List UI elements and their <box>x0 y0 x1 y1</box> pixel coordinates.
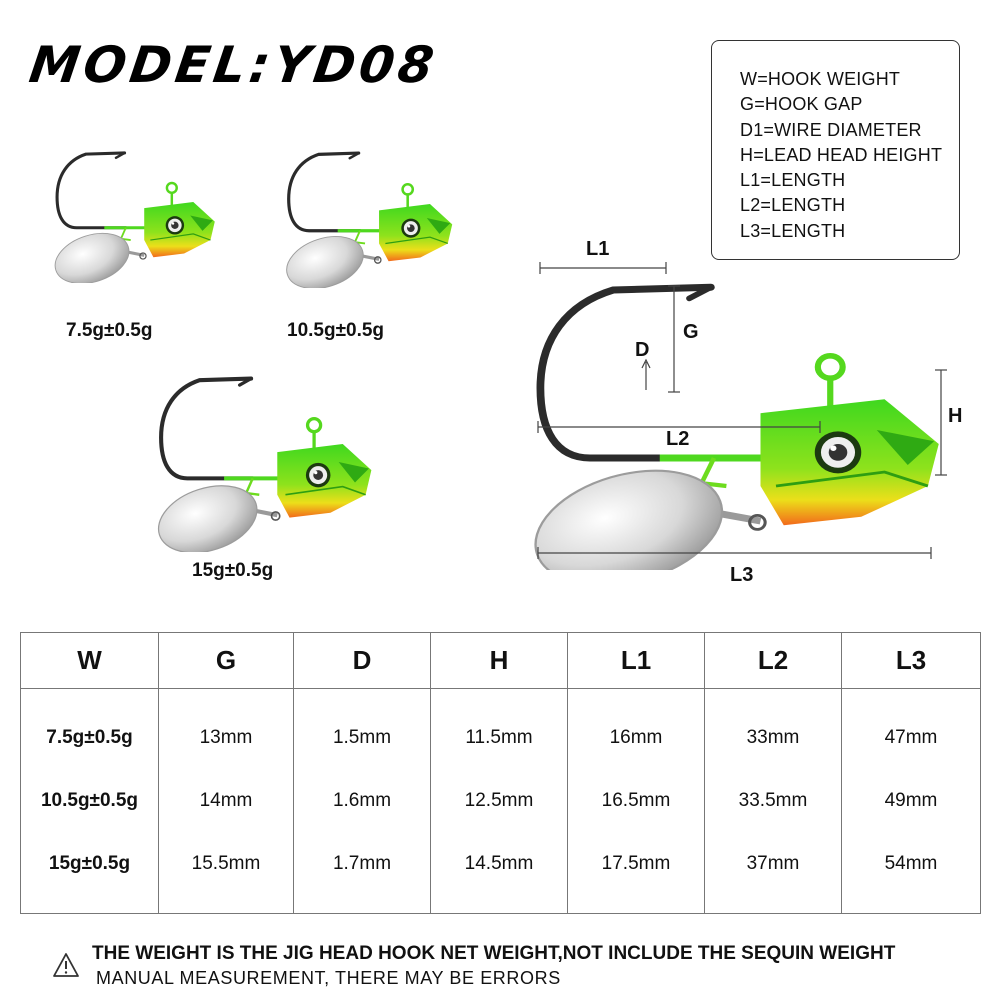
legend-item-l2: L2=LENGTH <box>740 195 846 216</box>
table-header-row: W G D H L1 L2 L3 <box>20 632 981 689</box>
table-cell: 1.5mm <box>293 688 431 770</box>
table-cell: 13mm <box>158 688 294 770</box>
table-cell: 16.5mm <box>567 769 705 833</box>
table-header-cell: L2 <box>704 632 842 689</box>
table-cell: 11.5mm <box>430 688 568 770</box>
dimension-label-l3: L3 <box>730 564 754 586</box>
table-header-cell: W <box>20 632 159 689</box>
table-header-cell: L1 <box>567 632 705 689</box>
table-cell: 7.5g±0.5g <box>20 688 159 770</box>
table-cell: 14mm <box>158 769 294 833</box>
legend-item-gap: G=HOOK GAP <box>740 94 863 115</box>
dimension-label-l1: L1 <box>586 238 610 260</box>
legend-item-wire-diameter: D1=WIRE DIAMETER <box>740 119 922 140</box>
weight-label-large: 15g±0.5g <box>192 560 274 581</box>
weight-label-small: 7.5g±0.5g <box>66 320 153 341</box>
lure-image-large <box>120 372 410 552</box>
table-header-cell: G <box>158 632 294 689</box>
table-cell: 33.5mm <box>704 769 842 833</box>
table-cell: 49mm <box>841 769 981 833</box>
weight-label-medium: 10.5g±0.5g <box>287 320 385 341</box>
table-row: 10.5g±0.5g 14mm 1.6mm 12.5mm 16.5mm 33.5… <box>20 769 981 833</box>
table-cell: 12.5mm <box>430 769 568 833</box>
warning-triangle-icon <box>53 953 79 977</box>
table-cell: 17.5mm <box>567 832 705 915</box>
dimension-label-h: H <box>948 405 963 427</box>
table-cell: 16mm <box>567 688 705 770</box>
table-cell: 15.5mm <box>158 832 294 915</box>
table-row: 7.5g±0.5g 13mm 1.5mm 11.5mm 16mm 33mm 47… <box>20 688 981 770</box>
legend-item-head-height: H=LEAD HEAD HEIGHT <box>740 144 943 165</box>
table-header-cell: L3 <box>841 632 981 689</box>
table-cell: 37mm <box>704 832 842 915</box>
table-cell: 10.5g±0.5g <box>20 769 159 833</box>
table-cell: 54mm <box>841 832 981 915</box>
legend-item-weight: W=HOOK WEIGHT <box>740 69 901 89</box>
table-cell: 1.6mm <box>293 769 431 833</box>
weight-note: THE WEIGHT IS THE JIG HEAD HOOK NET WEIG… <box>92 943 896 964</box>
table-header-cell: H <box>430 632 568 689</box>
dimension-label-d: D <box>635 339 650 361</box>
model-title: MODEL:YD08 <box>25 36 442 94</box>
table-header-cell: D <box>293 632 431 689</box>
dimension-label-g: G <box>683 321 699 343</box>
dimension-diagram <box>520 262 947 570</box>
legend-item-l1: L1=LENGTH <box>740 170 846 191</box>
legend-box: W=HOOK WEIGHT G=HOOK GAP D1=WIRE DIAMETE… <box>711 40 960 260</box>
table-cell: 1.7mm <box>293 832 431 915</box>
table-cell: 33mm <box>704 688 842 770</box>
measurement-note: MANUAL MEASUREMENT, THERE MAY BE ERRORS <box>96 968 561 988</box>
legend-item-l3: L3=LENGTH <box>740 220 846 241</box>
spec-table: W G D H L1 L2 L3 7.5g±0.5g 13mm 1.5mm 11… <box>20 632 981 915</box>
table-cell: 14.5mm <box>430 832 568 915</box>
table-row: 15g±0.5g 15.5mm 1.7mm 14.5mm 17.5mm 37mm… <box>20 832 981 915</box>
lure-image-medium <box>278 151 454 288</box>
dimension-label-l2: L2 <box>666 428 690 450</box>
table-cell: 47mm <box>841 688 981 770</box>
lure-image-small <box>47 151 217 283</box>
table-cell: 15g±0.5g <box>20 832 159 915</box>
